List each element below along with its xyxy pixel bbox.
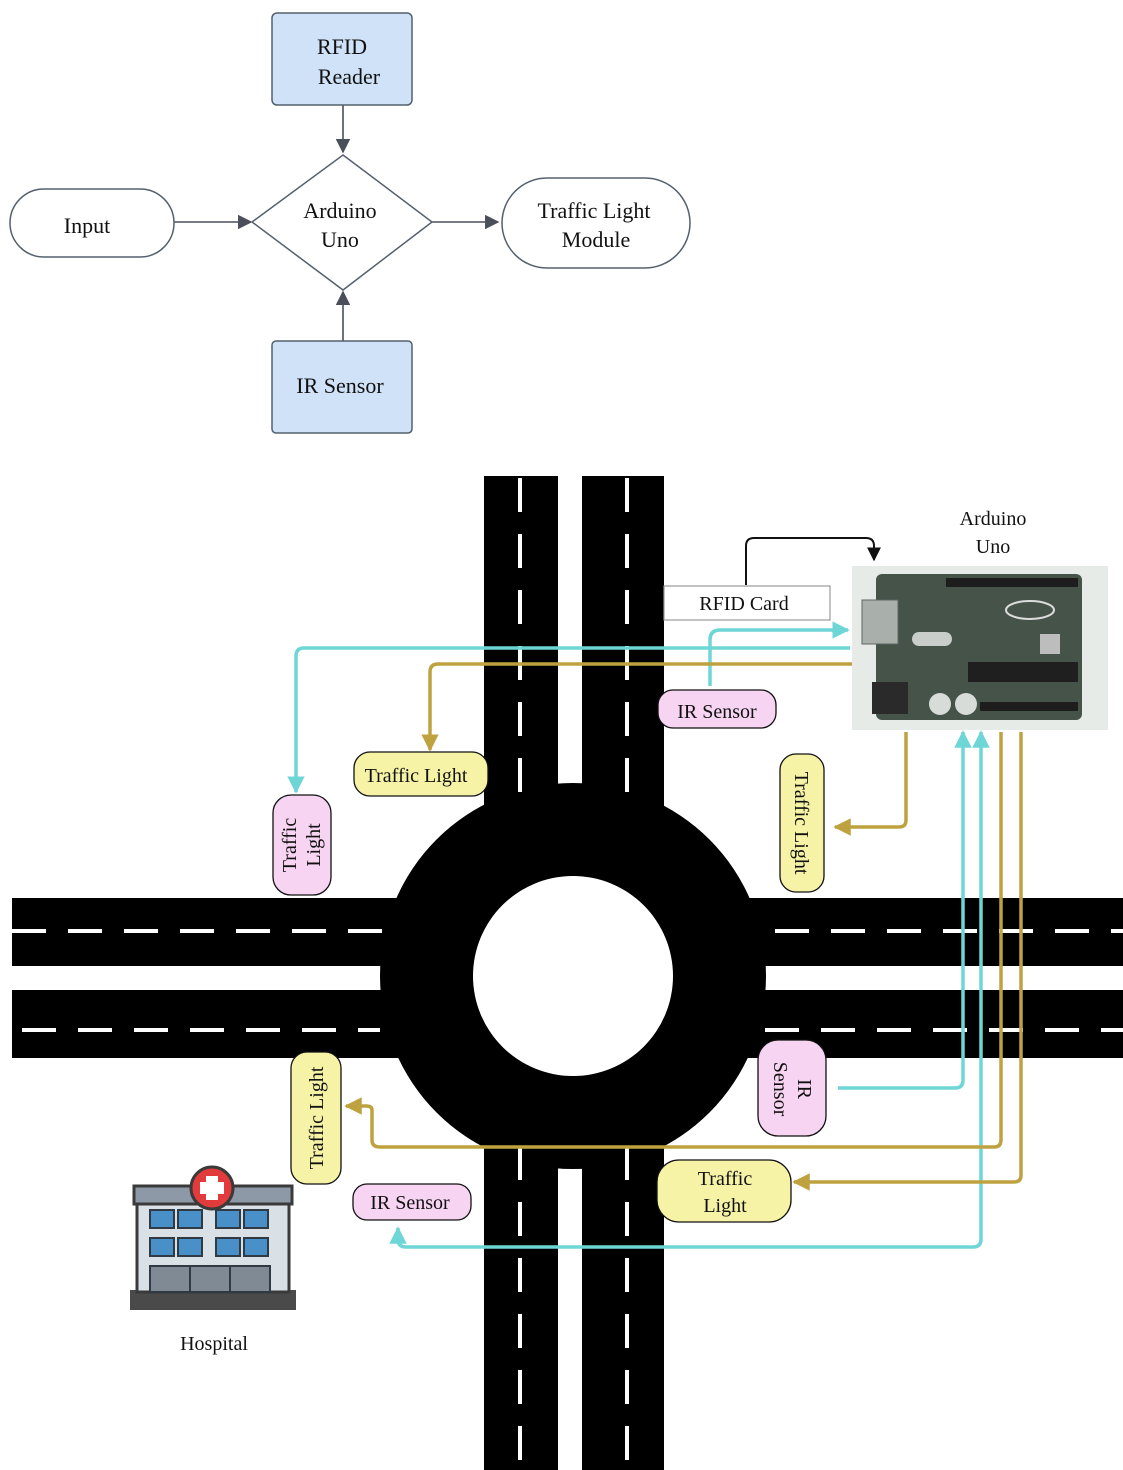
module-label-line1: Traffic Light	[537, 198, 650, 223]
ir-sensor-label: IR Sensor	[296, 373, 384, 398]
traffic-light-north: Traffic Light	[354, 752, 488, 796]
rfid-card-label: RFID Card	[699, 593, 788, 615]
rfid-reader-label-line1: RFID	[317, 34, 367, 59]
input-label: Input	[64, 213, 110, 238]
capacitor-2	[955, 693, 977, 715]
power-jack	[872, 682, 908, 714]
ir-sensor-south: IR Sensor	[353, 1184, 471, 1220]
traffic-light-southeast-label-line1: Traffic	[698, 1168, 753, 1190]
line-arduino-to-east-light	[835, 732, 906, 827]
traffic-light-southwest: Traffic Light	[291, 1052, 341, 1184]
traffic-light-west-label-line1: Traffic	[279, 818, 301, 873]
hospital-label: Hospital	[180, 1333, 248, 1355]
traffic-light-east-label: Traffic Light	[790, 772, 812, 875]
ir-sensor-top: IR Sensor	[658, 690, 776, 728]
analog-header	[980, 702, 1078, 711]
arduino-decision: Arduino Uno	[252, 155, 432, 290]
hospital-icon	[130, 1167, 296, 1310]
usb-port	[862, 600, 898, 644]
traffic-light-southeast: Traffic Light	[657, 1160, 791, 1222]
arduino-board	[852, 566, 1108, 730]
traffic-light-west: Traffic Light	[273, 795, 331, 895]
capacitor-1	[929, 693, 951, 715]
arduino-label-line1: Arduino	[303, 198, 376, 223]
line-ir-top-to-arduino	[710, 630, 848, 686]
ir-sensor-east-label-line2: Sensor	[769, 1062, 791, 1117]
module-label-line2: Module	[562, 227, 630, 252]
ir-sensor-south-label: IR Sensor	[370, 1192, 450, 1214]
input-node: Input	[10, 189, 174, 257]
traffic-light-southwest-label: Traffic Light	[306, 1066, 328, 1169]
ir-sensor-box: IR Sensor	[272, 341, 412, 433]
ir-sensor-east-label-line1: IR	[793, 1079, 815, 1100]
rfid-reader-label-line2: Reader	[318, 64, 381, 89]
digital-header	[946, 578, 1078, 587]
ir-sensor-top-label: IR Sensor	[677, 701, 757, 723]
traffic-light-north-label: Traffic Light	[365, 765, 468, 787]
arduino-board-title-line2: Uno	[976, 536, 1010, 558]
ir-sensor-east: IR Sensor	[758, 1040, 826, 1136]
roundabout-island	[473, 876, 673, 1076]
flowchart: RFID Reader Input Arduino Uno Traffic Li…	[10, 13, 690, 433]
arduino-board-title-line1: Arduino	[960, 508, 1027, 530]
arduino-label-line2: Uno	[321, 227, 359, 252]
reset-button	[1040, 634, 1060, 654]
traffic-light-module-node: Traffic Light Module	[502, 178, 690, 268]
rfid-reader-box: RFID Reader	[272, 13, 412, 105]
atmega-chip	[968, 662, 1078, 682]
traffic-light-east: Traffic Light	[780, 754, 824, 892]
traffic-light-west-label-line2: Light	[303, 823, 325, 867]
crystal	[912, 632, 952, 646]
traffic-light-southeast-label-line2: Light	[703, 1195, 747, 1217]
